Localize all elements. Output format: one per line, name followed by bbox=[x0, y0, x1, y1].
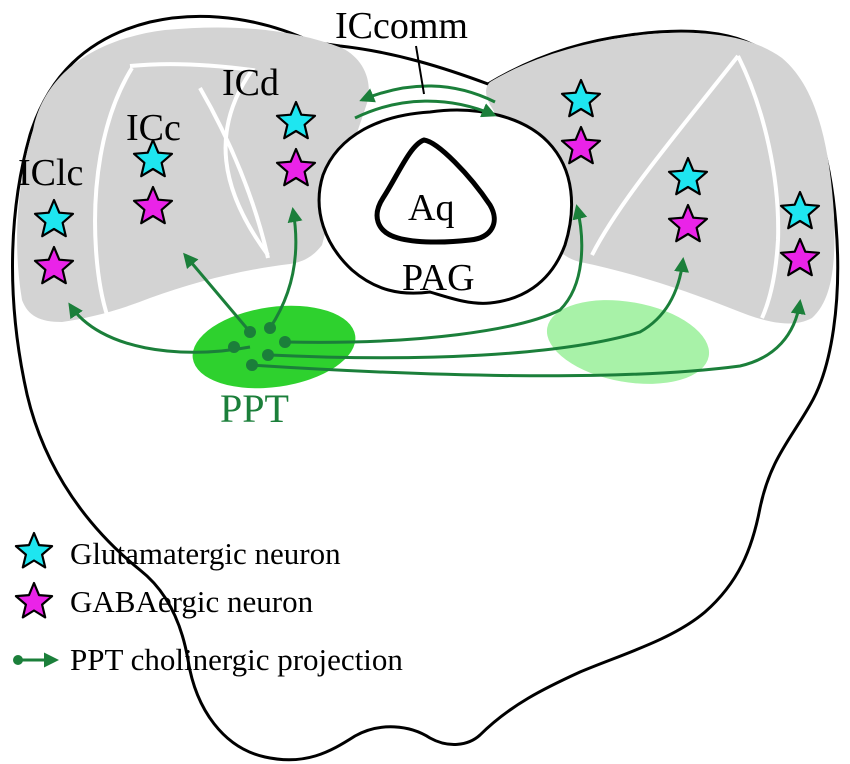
magenta-star-icon bbox=[14, 581, 54, 619]
icd-boundary bbox=[198, 87, 270, 259]
iccomm-leader-line bbox=[415, 45, 425, 95]
glutamatergic-neuron-star bbox=[667, 156, 709, 196]
iclc-label: IClc bbox=[18, 152, 83, 194]
cyan-star-icon bbox=[14, 531, 54, 569]
glutamatergic-neuron-star bbox=[275, 100, 317, 140]
ppt-neuron bbox=[246, 359, 258, 371]
iccomm-label: ICcomm bbox=[335, 5, 468, 47]
icd-label: ICd bbox=[222, 62, 279, 104]
glutamatergic-neuron-star bbox=[560, 78, 602, 118]
icc-boundary bbox=[129, 62, 270, 257]
gabaergic-neuron-star bbox=[275, 147, 317, 187]
ppt-neuron bbox=[264, 322, 276, 334]
projection-to-right-icd bbox=[284, 204, 588, 344]
iclc-boundary bbox=[93, 66, 134, 319]
magenta-star-icon bbox=[14, 581, 54, 619]
ppt-label: PPT bbox=[220, 386, 289, 431]
gabaergic-neuron-star bbox=[667, 203, 709, 243]
gabaergic-neuron-star bbox=[33, 245, 75, 285]
gabaergic-neuron-star bbox=[779, 237, 821, 277]
glutamatergic-neuron-star bbox=[132, 138, 174, 178]
cholinergic-projections bbox=[68, 204, 806, 378]
neuron-stars bbox=[33, 78, 821, 285]
legend-label-gabaergic: GABAergic neuron bbox=[70, 584, 314, 619]
right-icd-boundary bbox=[590, 54, 740, 256]
ppt-neuron bbox=[279, 336, 291, 348]
left-colliculus bbox=[17, 27, 369, 323]
iccomm-arrow-right bbox=[354, 99, 497, 120]
icc-label: ICc bbox=[126, 107, 181, 149]
gabaergic-neuron-star bbox=[132, 185, 174, 225]
projection-to-right-icc bbox=[269, 257, 690, 360]
glutamatergic-neuron-star bbox=[33, 198, 75, 238]
legend-label-glutamatergic: Glutamatergic neuron bbox=[70, 536, 341, 571]
aqueduct bbox=[374, 137, 497, 245]
pag-label: PAG bbox=[402, 257, 475, 299]
legend-label-projection: PPT cholinergic projection bbox=[70, 642, 403, 677]
ppt-neuron bbox=[244, 326, 256, 338]
gabaergic-neuron-star bbox=[560, 125, 602, 165]
projection-to-left-icc bbox=[183, 252, 252, 333]
projection-to-left-icd bbox=[268, 207, 303, 329]
ppt-neuron bbox=[262, 349, 274, 361]
ppt-neuron bbox=[228, 341, 240, 353]
ppt-neurons bbox=[228, 322, 291, 371]
right-iclc-boundary bbox=[736, 55, 781, 319]
legend: Glutamatergic neuron GABAergic neuron PP… bbox=[13, 531, 403, 677]
ppt-nucleus-contralateral bbox=[546, 300, 710, 384]
projection-to-right-iclc bbox=[249, 299, 806, 378]
glutamatergic-neuron-star bbox=[779, 190, 821, 230]
cyan-star-icon bbox=[14, 531, 54, 569]
projection-to-left-iclc bbox=[68, 302, 251, 354]
iccomm-arrow-left bbox=[359, 84, 496, 104]
aq-label: Aq bbox=[408, 187, 454, 229]
projection-arrow-icon bbox=[13, 652, 59, 668]
